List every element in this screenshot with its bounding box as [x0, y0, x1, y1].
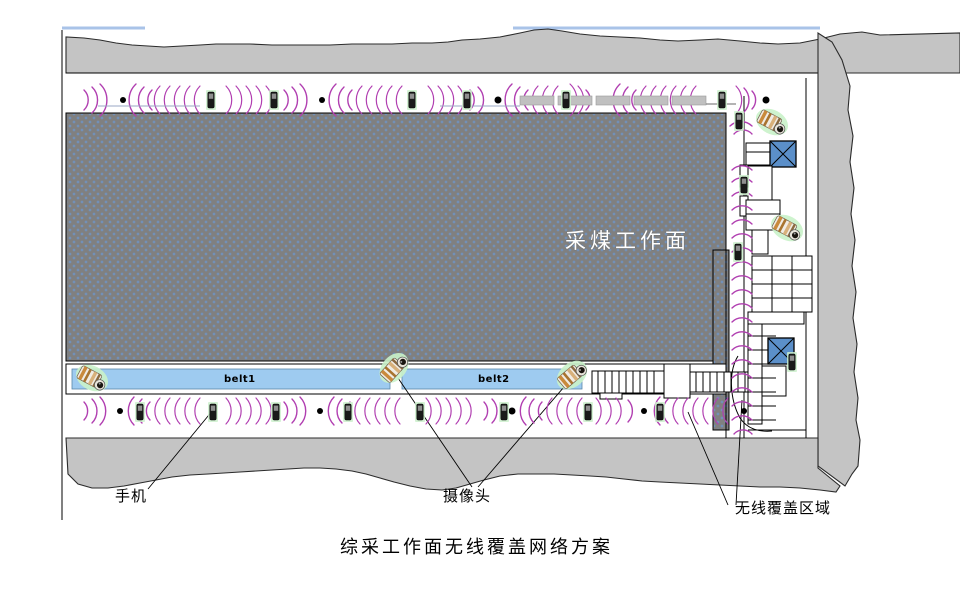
leader-coverage-2 [735, 399, 743, 506]
callout-label-camera: 摄像头 [443, 487, 492, 505]
equipment-grid [751, 255, 813, 313]
phone-icon [582, 401, 594, 423]
phone-icon [654, 401, 666, 423]
diagram-title: 综采工作面无线覆盖网络方案 [340, 537, 613, 558]
phone-icon [716, 89, 728, 111]
gateroad-equipment-group [739, 140, 813, 431]
phone-icon [268, 89, 280, 111]
phone-icon [732, 241, 744, 263]
phone-icon [733, 110, 745, 132]
leader-phone [147, 409, 214, 490]
conveyor-machinery-group [591, 363, 787, 400]
phone-icon [207, 401, 219, 423]
phone-icon [738, 174, 750, 196]
leader-camera-2 [477, 379, 571, 488]
right-rock-strata [817, 31, 861, 487]
phone-icon [560, 89, 572, 111]
camera-icon [373, 346, 415, 390]
phone-icon [498, 401, 510, 423]
roof-cable-segments [519, 95, 707, 106]
signal-row-top [83, 83, 770, 117]
phone-icon [270, 401, 282, 423]
phone-icon-group-top [205, 89, 745, 132]
phone-icon [786, 351, 798, 373]
camera-icon [550, 354, 594, 396]
cable-trace [730, 355, 773, 432]
phone-icon-group-bottom [134, 401, 666, 423]
camera-icon-group [70, 102, 809, 398]
equipment-shelf-base [747, 311, 805, 325]
callout-leaders [147, 377, 743, 506]
phone-icon [406, 89, 418, 111]
phone-icon [134, 401, 146, 423]
camera-icon [750, 102, 794, 142]
phone-icon [205, 89, 217, 111]
sensor-icon-group-right [732, 174, 798, 373]
coal-face-texture [67, 114, 725, 360]
belt2-label: belt2 [478, 374, 510, 385]
belt1-label: belt1 [224, 374, 256, 385]
phone-icon [461, 89, 473, 111]
coal-face-label: 采煤工作面 [565, 229, 690, 253]
leader-camera-1 [397, 377, 473, 488]
camera-icon [70, 358, 114, 398]
callout-label-phone: 手机 [115, 487, 148, 505]
equip-box-mid3 [751, 229, 769, 255]
top-rock-strata [65, 28, 960, 74]
leader-coverage-1 [687, 411, 729, 506]
bottom-rock-strata [65, 437, 841, 493]
phone-icon [414, 401, 426, 423]
phone-icon [342, 401, 354, 423]
machine-foot-1 [599, 392, 623, 400]
callout-label-coverage: 无线覆盖区域 [735, 499, 832, 517]
camera-icon [765, 208, 809, 248]
machine-frame-1-bars [597, 371, 655, 393]
signal-row-bottom [83, 396, 747, 426]
